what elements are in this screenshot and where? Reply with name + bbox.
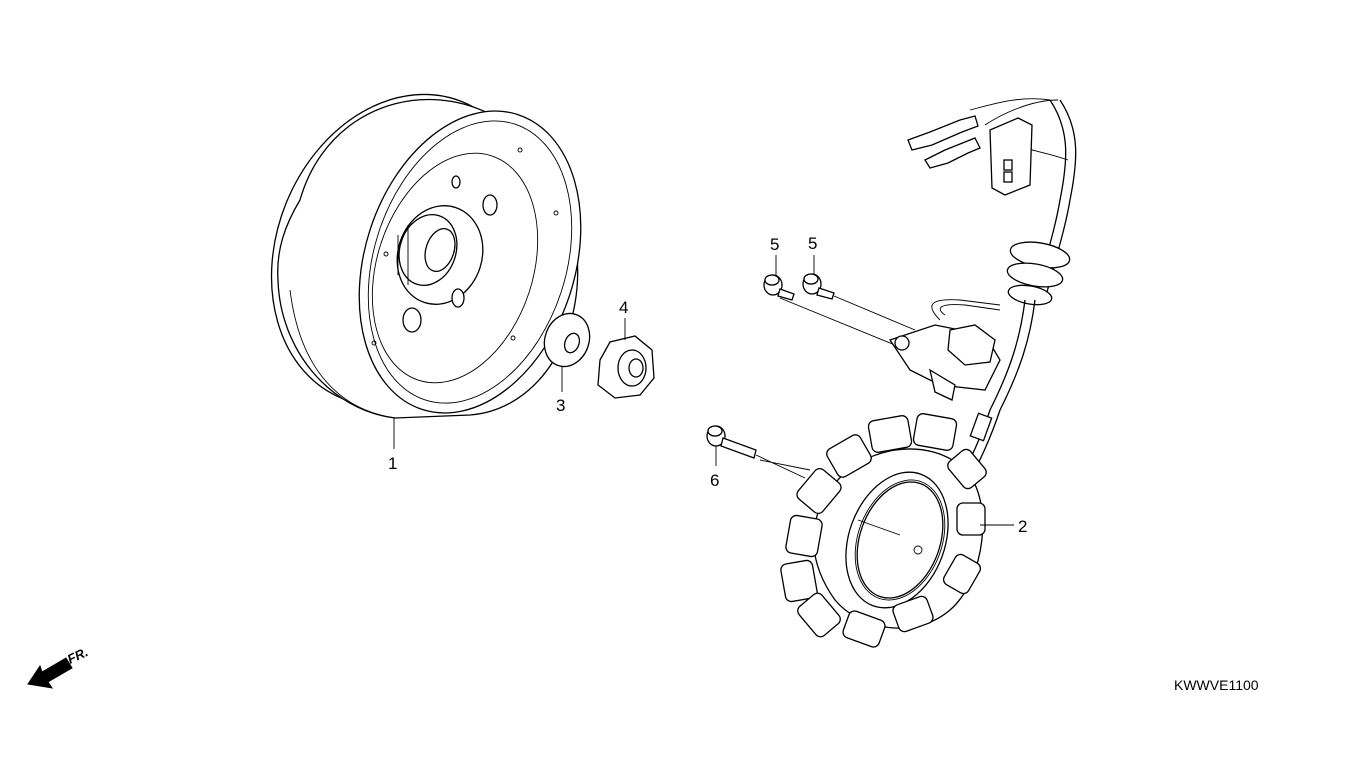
callout-bolt-b: 5 — [808, 234, 817, 253]
stator-drawing — [780, 413, 987, 648]
callout-bolt-long: 6 — [710, 471, 719, 490]
front-arrow-icon — [27, 657, 73, 689]
washer-drawing — [543, 312, 591, 368]
callout-flywheel: 1 — [388, 454, 397, 473]
drawing-code: KWWVE1100 — [1174, 677, 1259, 693]
front-direction-label: FR. — [65, 644, 90, 666]
callout-washer: 3 — [556, 396, 565, 415]
bolt-a-drawing — [763, 274, 896, 346]
front-direction-indicator: FR. — [27, 644, 90, 689]
pulse-generator-drawing — [888, 299, 1001, 401]
wiring-harness-drawing — [907, 98, 1077, 481]
callout-bolt-a: 5 — [770, 235, 779, 254]
leader-lines — [393, 255, 1014, 526]
callout-stator: 2 — [1018, 517, 1027, 536]
callout-nut: 4 — [619, 298, 628, 317]
bolt-long-drawing — [706, 425, 811, 479]
bolt-b-drawing — [802, 273, 916, 331]
nut-drawing — [597, 335, 655, 399]
flywheel-drawing — [270, 93, 582, 419]
